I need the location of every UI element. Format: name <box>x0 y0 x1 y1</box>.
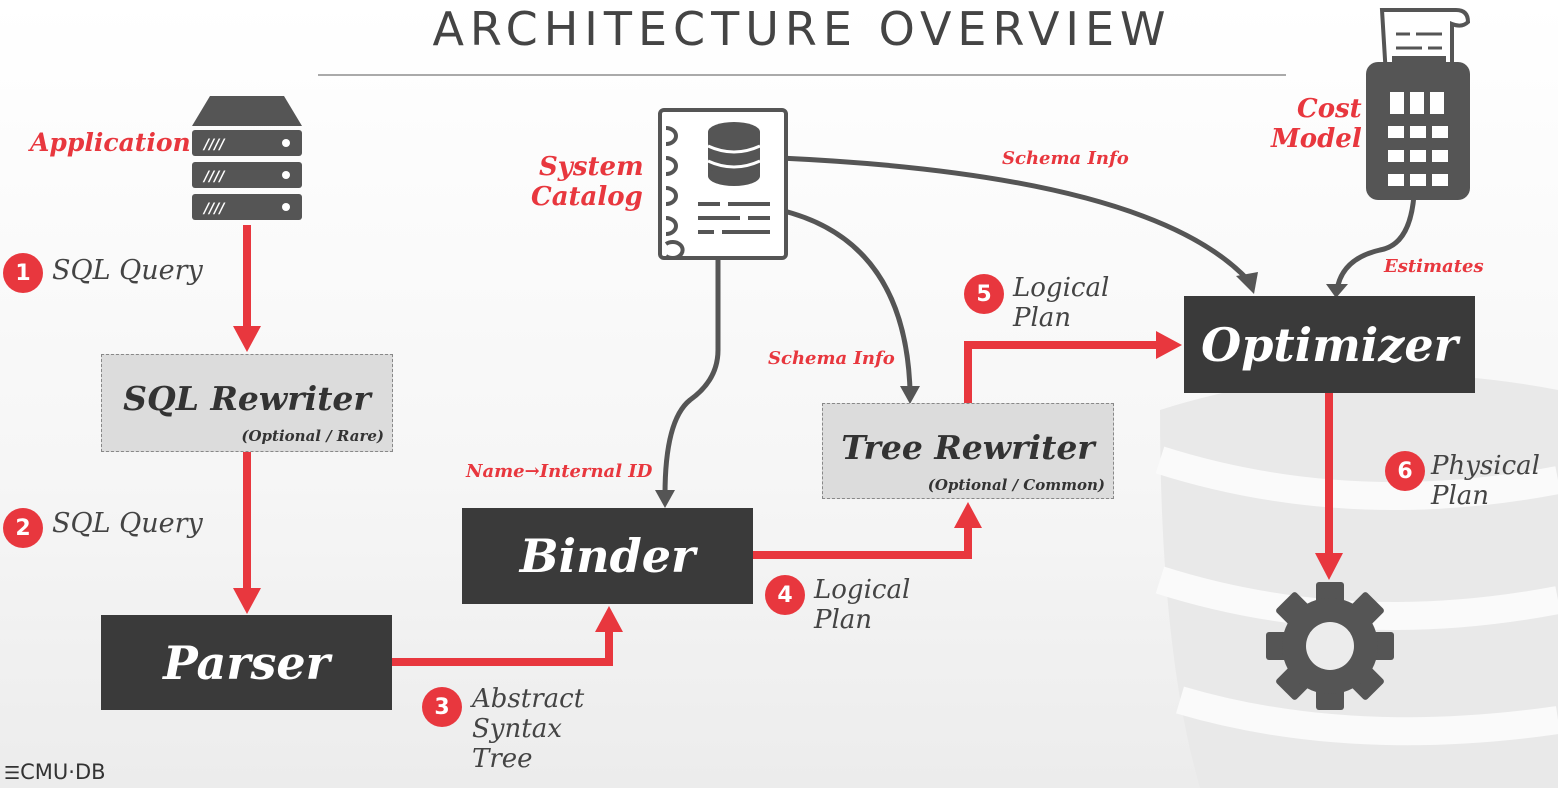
step-1-label: SQL Query <box>52 255 203 286</box>
server-icon: //// //// //// <box>192 96 302 220</box>
system-catalog-label-2: Catalog <box>531 182 643 212</box>
estimates-label: Estimates <box>1384 256 1484 277</box>
parser-box: Parser <box>101 615 392 710</box>
database-icon <box>708 122 760 186</box>
title-divider <box>318 74 1286 76</box>
step-5-line2: Plan <box>1013 303 1072 333</box>
schema-info-top-label: Schema Info <box>1002 148 1129 169</box>
cmu-db-logo: ☰CMU·DB <box>4 760 106 784</box>
arrow-catalog-to-tree <box>779 207 913 391</box>
step-1-badge: 1 <box>3 253 43 293</box>
arrow-binder-to-tree <box>752 524 972 559</box>
step-6-badge: 6 <box>1385 451 1425 491</box>
step-4-line1: Logical <box>814 575 911 605</box>
binder-box: Binder <box>462 508 753 604</box>
step-6-line2: Plan <box>1431 481 1490 511</box>
step-3-badge: 3 <box>422 687 462 727</box>
svg-text:////: //// <box>202 201 226 217</box>
sql-rewriter-box: SQL Rewriter (Optional / Rare) <box>101 354 393 452</box>
arrow-cost-to-optimizer <box>1335 194 1417 286</box>
step-6-line1: Physical <box>1431 451 1540 481</box>
svg-text:////: //// <box>202 137 226 153</box>
tree-rewriter-title: Tree Rewriter <box>841 428 1095 467</box>
catalog-notebook-icon <box>658 108 788 260</box>
step-4-badge: 4 <box>765 575 805 615</box>
schema-info-mid-label: Schema Info <box>768 348 895 369</box>
step-5-badge: 5 <box>964 274 1004 314</box>
step-2-label: SQL Query <box>52 508 203 539</box>
db-logo-icon: ☰ <box>4 763 21 784</box>
svg-text:////: //// <box>202 169 226 185</box>
arrow-tree-to-optimizer <box>964 341 1158 404</box>
page-title: ARCHITECTURE OVERVIEW <box>432 2 1172 56</box>
sql-rewriter-subtitle: (Optional / Rare) <box>241 427 384 445</box>
step-5-line1: Logical <box>1013 273 1110 303</box>
step-3-line3: Tree <box>472 744 533 774</box>
step-3-line1: Abstract <box>472 684 585 714</box>
tree-rewriter-subtitle: (Optional / Common) <box>927 476 1105 494</box>
optimizer-box: Optimizer <box>1184 296 1475 393</box>
tree-rewriter-box: Tree Rewriter (Optional / Common) <box>822 403 1114 499</box>
cost-model-label-2: Model <box>1271 124 1362 154</box>
application-label: Application <box>30 128 191 157</box>
step-4-line2: Plan <box>814 605 873 635</box>
calculator-receipt-icon <box>1366 8 1471 200</box>
gear-icon <box>1266 582 1394 710</box>
arrow-catalog-to-binder <box>662 255 721 496</box>
sql-rewriter-title: SQL Rewriter <box>123 379 371 418</box>
system-catalog-label-1: System <box>539 152 644 182</box>
arrow-parser-to-binder <box>392 628 613 666</box>
step-3-line2: Syntax <box>472 714 562 744</box>
cost-model-label-1: Cost <box>1297 94 1362 124</box>
arrow-catalog-to-optimizer <box>779 155 1250 282</box>
name-internal-id-label: Name→Internal ID <box>466 461 653 482</box>
step-2-badge: 2 <box>3 508 43 548</box>
logo-text: CMU·DB <box>20 760 106 784</box>
